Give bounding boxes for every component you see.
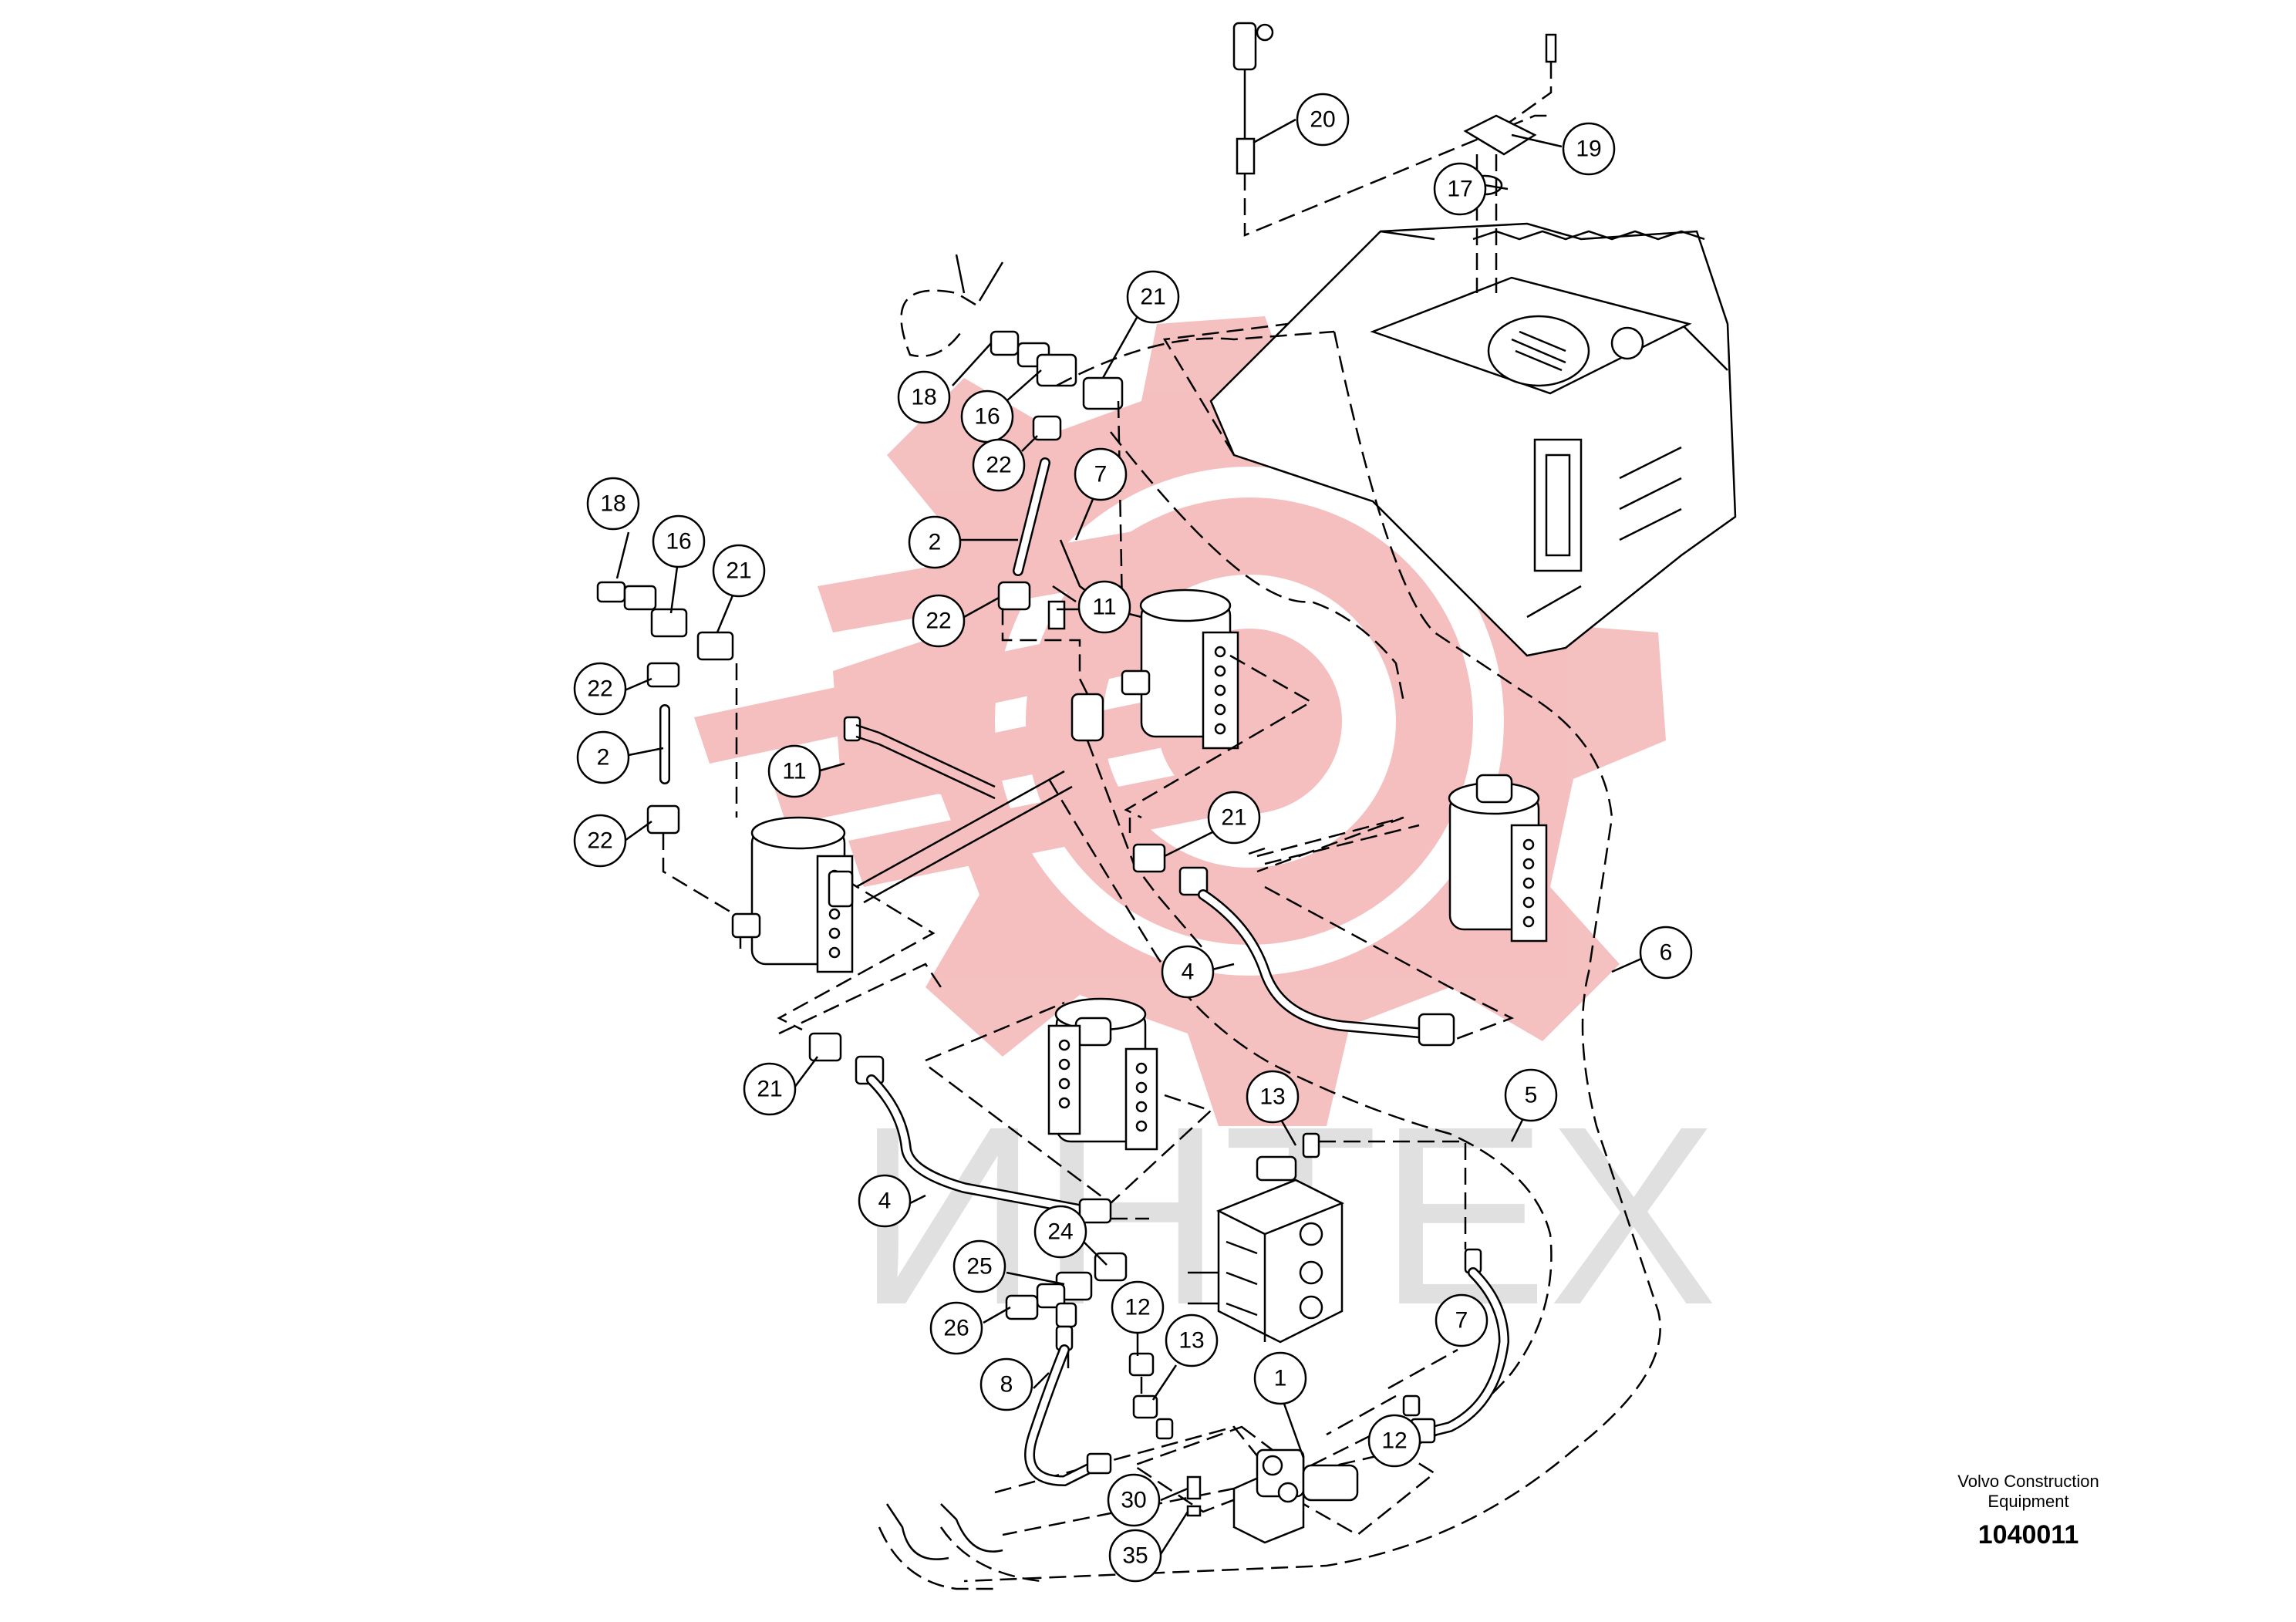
svg-text:22: 22 [587, 676, 612, 702]
callout-35[interactable]: 35 [1108, 1529, 1162, 1583]
callout-11[interactable]: 11 [1077, 580, 1131, 634]
callout-26[interactable]: 26 [929, 1301, 983, 1355]
callout-1[interactable]: 1 [1253, 1351, 1307, 1405]
lower-left-fittings [885, 1252, 1128, 1560]
callout-12[interactable]: 12 [1367, 1414, 1421, 1468]
svg-text:16: 16 [974, 404, 1000, 430]
svg-text:11: 11 [1092, 595, 1116, 620]
brand-name-line1: Volvo Construction [1957, 1472, 2099, 1491]
hose-4-upper [1132, 843, 1515, 1047]
callout-4[interactable]: 4 [858, 1174, 912, 1228]
right-cylinder [1241, 774, 1548, 943]
callout-21[interactable]: 21 [743, 1062, 797, 1116]
mid-fittings [1128, 1352, 1174, 1440]
svg-text:22: 22 [986, 453, 1011, 478]
svg-text:7: 7 [1455, 1308, 1468, 1334]
svg-text:21: 21 [1221, 805, 1246, 831]
callout-25[interactable]: 25 [952, 1239, 1006, 1293]
drawing-number: 1040011 [1977, 1520, 2079, 1549]
callout-21[interactable]: 21 [1126, 270, 1180, 324]
callouts: 20 19 17 21 18 16 22 7 2 22 11 18 16 21 … [573, 93, 1693, 1583]
callout-7[interactable]: 7 [1074, 447, 1128, 501]
svg-text:20: 20 [1310, 107, 1335, 133]
svg-text:11: 11 [782, 759, 806, 784]
callout-30[interactable]: 30 [1107, 1473, 1161, 1527]
svg-text:21: 21 [1140, 285, 1165, 310]
svg-text:21: 21 [757, 1077, 782, 1102]
callout-22[interactable]: 22 [912, 594, 966, 648]
svg-text:8: 8 [1000, 1372, 1013, 1398]
callout-5[interactable]: 5 [1504, 1068, 1558, 1122]
callout-22[interactable]: 22 [573, 814, 627, 868]
svg-text:7: 7 [1094, 462, 1108, 487]
callout-16[interactable]: 16 [960, 389, 1014, 443]
svg-text:1: 1 [1274, 1366, 1287, 1391]
svg-text:4: 4 [1182, 959, 1195, 985]
control-valve-block [1188, 1132, 1467, 1344]
svg-text:35: 35 [1122, 1543, 1148, 1569]
callout-4[interactable]: 4 [1161, 945, 1215, 999]
callout-8[interactable]: 8 [979, 1357, 1033, 1411]
callout-7[interactable]: 7 [1435, 1293, 1489, 1347]
callout-12[interactable]: 12 [1111, 1280, 1165, 1334]
svg-text:30: 30 [1121, 1488, 1146, 1513]
level-sensor [1232, 22, 1550, 237]
callout-11[interactable]: 11 [767, 744, 821, 798]
svg-text:13: 13 [1259, 1084, 1285, 1110]
callout-21[interactable]: 21 [712, 544, 766, 598]
left-fittings [596, 581, 742, 949]
svg-text:13: 13 [1178, 1328, 1204, 1354]
callout-16[interactable]: 16 [652, 514, 706, 568]
svg-text:22: 22 [925, 609, 951, 634]
svg-text:5: 5 [1525, 1083, 1538, 1108]
upper-right-cylinder [1121, 588, 1313, 833]
svg-text:2: 2 [597, 745, 610, 771]
svg-text:25: 25 [966, 1254, 992, 1280]
callout-6[interactable]: 6 [1639, 926, 1693, 980]
svg-text:22: 22 [587, 828, 612, 854]
upper-fittings [900, 254, 1335, 630]
svg-text:26: 26 [943, 1316, 969, 1341]
callout-18[interactable]: 18 [586, 477, 640, 531]
svg-text:17: 17 [1447, 177, 1472, 202]
svg-text:12: 12 [1124, 1295, 1150, 1320]
hydraulic-tank [1162, 222, 1737, 657]
callout-2[interactable]: 2 [908, 515, 962, 569]
brand-name-line2: Equipment [1988, 1492, 2069, 1511]
svg-text:6: 6 [1660, 940, 1673, 966]
svg-text:12: 12 [1381, 1428, 1407, 1454]
callout-18[interactable]: 18 [897, 370, 951, 424]
solenoid-valve [1131, 1348, 1458, 1544]
svg-text:18: 18 [911, 385, 936, 410]
hose-4-lower [778, 963, 1149, 1224]
callout-20[interactable]: 20 [1296, 93, 1350, 147]
callout-22[interactable]: 22 [573, 662, 627, 716]
svg-text:2: 2 [929, 530, 942, 555]
lower-left-cylinder [925, 997, 1213, 1205]
svg-text:4: 4 [878, 1189, 892, 1214]
svg-text:24: 24 [1047, 1219, 1073, 1245]
callout-13[interactable]: 13 [1165, 1313, 1219, 1367]
callout-24[interactable]: 24 [1033, 1205, 1087, 1259]
svg-text:19: 19 [1576, 137, 1601, 162]
svg-text:16: 16 [666, 529, 691, 555]
callout-2[interactable]: 2 [576, 730, 630, 784]
brand-block: Volvo Construction Equipment 1040011 [1905, 1472, 2152, 1552]
svg-text:18: 18 [600, 491, 625, 517]
callout-17[interactable]: 17 [1433, 162, 1487, 216]
callout-21[interactable]: 21 [1207, 791, 1261, 845]
hose-routing [878, 331, 1661, 1590]
center-pipe [828, 602, 1204, 949]
callout-19[interactable]: 19 [1562, 122, 1616, 176]
callout-22[interactable]: 22 [972, 438, 1026, 492]
callout-13[interactable]: 13 [1246, 1070, 1300, 1124]
svg-text:21: 21 [726, 558, 751, 584]
